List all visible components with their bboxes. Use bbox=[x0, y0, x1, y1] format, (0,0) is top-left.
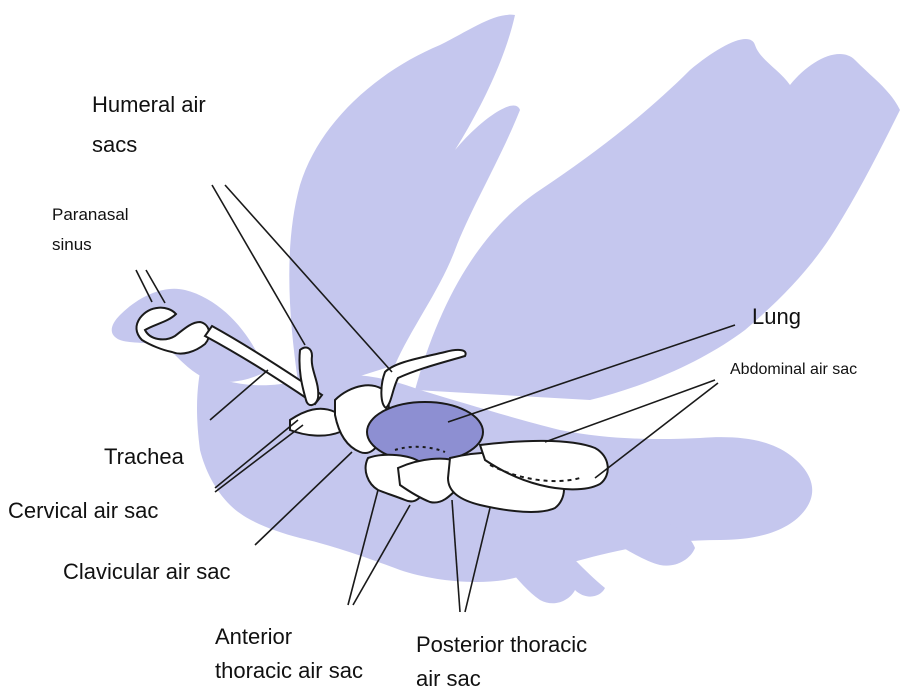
posterior-thoracic-air-sac-label: Posterior thoracic air sac bbox=[416, 628, 587, 696]
cervical-air-sac-label: Cervical air sac bbox=[8, 494, 158, 528]
posterior-label-line2: air sac bbox=[416, 662, 587, 696]
talons bbox=[500, 560, 605, 603]
posterior-label-line1: Posterior thoracic bbox=[416, 628, 587, 662]
anterior-label-line1: Anterior bbox=[215, 620, 363, 654]
clavicular-air-sac-label: Clavicular air sac bbox=[63, 555, 231, 589]
paranasal-label-line2: sinus bbox=[52, 232, 129, 258]
anterior-thoracic-air-sac-label: Anterior thoracic air sac bbox=[215, 620, 363, 688]
paranasal-sinus-label: Paranasal sinus bbox=[52, 202, 129, 259]
humeral-air-sacs-label: Humeral air sacs bbox=[92, 88, 206, 162]
humeral-label-line2: sacs bbox=[92, 128, 206, 162]
far-wing bbox=[415, 39, 900, 400]
trachea-label: Trachea bbox=[104, 440, 184, 474]
lung-label: Lung bbox=[752, 300, 801, 334]
humeral-label-line1: Humeral air bbox=[92, 88, 206, 122]
anterior-label-line2: thoracic air sac bbox=[215, 654, 363, 688]
lung-shape bbox=[367, 402, 483, 462]
abdominal-air-sac-label: Abdominal air sac bbox=[730, 358, 857, 383]
paranasal-label-line1: Paranasal bbox=[52, 202, 129, 228]
